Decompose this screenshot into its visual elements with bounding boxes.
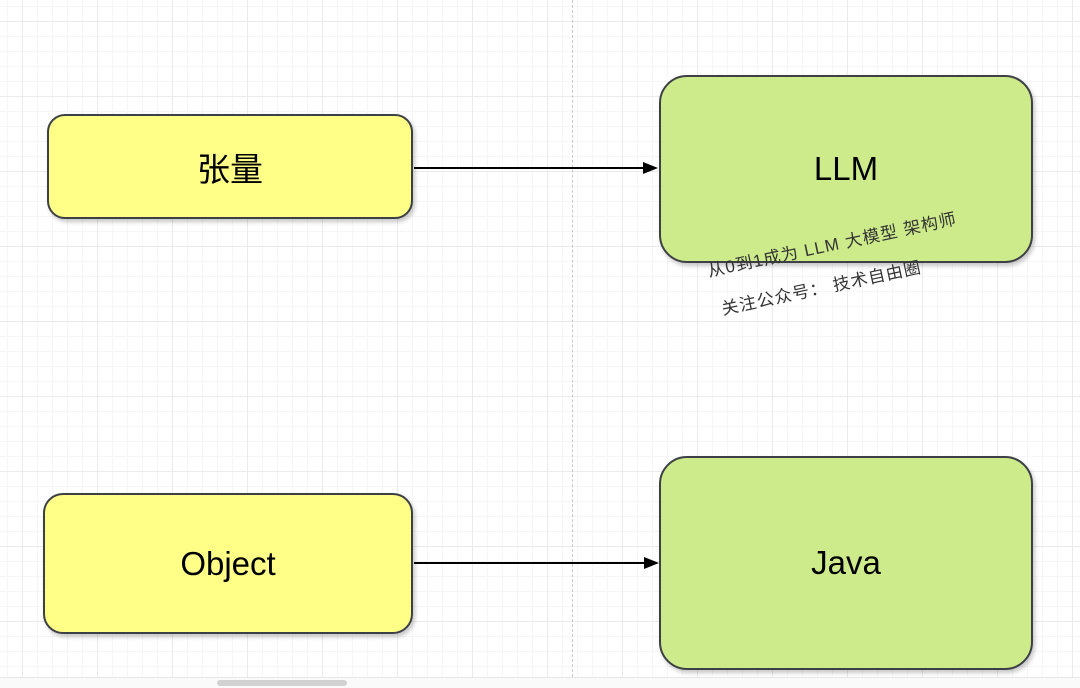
arrowhead-icon <box>643 162 658 174</box>
node-llm-label: LLM <box>813 150 879 187</box>
horizontal-scrollbar[interactable] <box>0 677 1080 688</box>
node-java-label: Java <box>811 544 881 581</box>
node-llm[interactable]: LLM <box>659 75 1033 263</box>
node-object-label: Object <box>180 544 276 582</box>
arrow-tensor-to-llm[interactable] <box>414 162 658 174</box>
node-object[interactable]: Object <box>43 493 413 634</box>
node-tensor-label: 张量 <box>197 150 263 188</box>
arrow-object-to-java[interactable] <box>414 557 659 569</box>
node-java[interactable]: Java <box>659 456 1033 670</box>
arrowhead-icon <box>644 557 659 569</box>
scrollbar-thumb[interactable] <box>217 680 347 686</box>
page-separator-line <box>572 0 573 677</box>
node-tensor[interactable]: 张量 <box>47 114 413 219</box>
